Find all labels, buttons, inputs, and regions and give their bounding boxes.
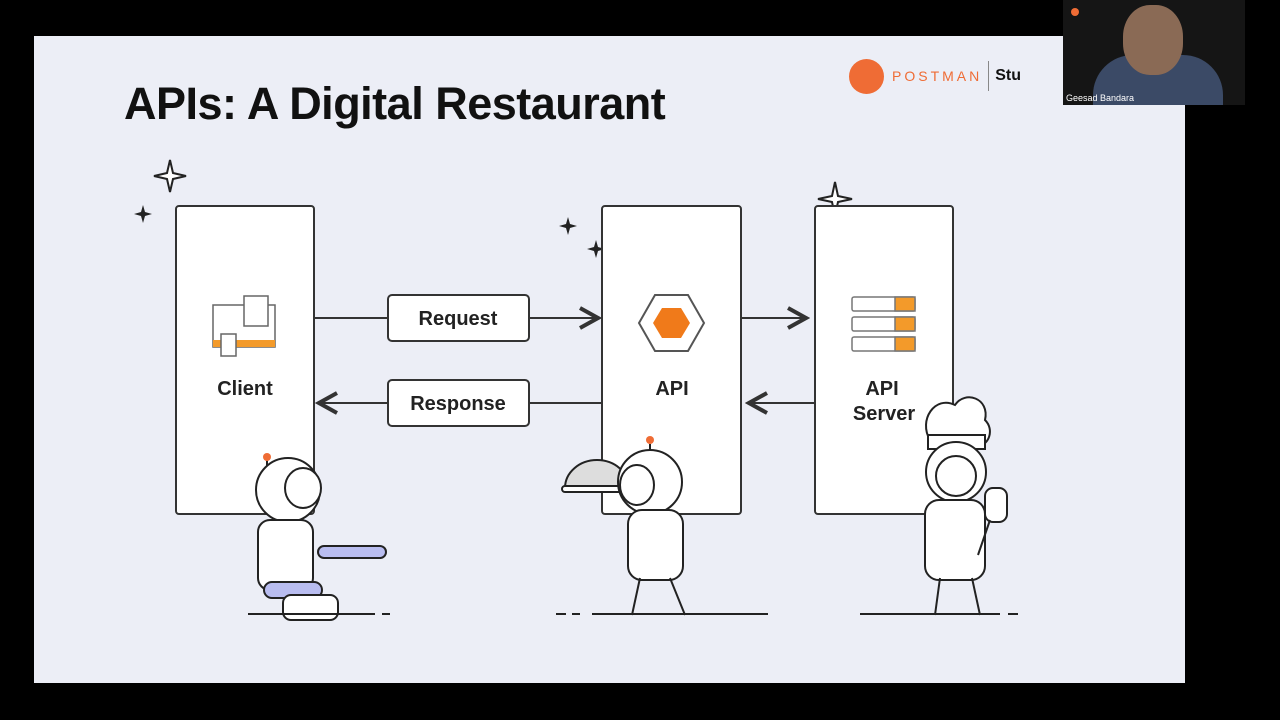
postman-wordmark: POSTMAN [892,68,983,84]
server-label-line1: API [865,378,898,400]
astronaut-chef-illustration [860,396,1018,616]
postman-logo-icon [1071,8,1079,16]
postman-logo: POSTMAN Stu [849,58,1021,94]
client-box [175,205,315,515]
postman-logo-icon [849,58,884,94]
devices-icon [212,295,276,357]
participant-name: Geesad Bandara [1066,93,1135,103]
astronaut-client-illustration [248,453,390,621]
request-pill [387,294,530,342]
slide-title: APIs: A Digital Restaurant [124,78,666,129]
webcam-tile[interactable]: Geesad Bandara [1063,0,1245,105]
request-label: Request [419,308,498,330]
logo-suffix: Stu [995,67,1022,84]
api-label: API [655,378,688,400]
response-pill [387,379,530,427]
server-box [814,205,954,515]
sparkle-icons [134,159,853,258]
response-label: Response [410,393,506,415]
hexagon-icon [637,294,706,352]
astronaut-waiter-illustration [556,436,768,616]
server-label-line2: Server [853,403,915,425]
server-stack-icon [851,296,916,352]
logo-divider [988,61,990,91]
client-label: Client [217,378,273,400]
participant-face [1123,5,1183,75]
